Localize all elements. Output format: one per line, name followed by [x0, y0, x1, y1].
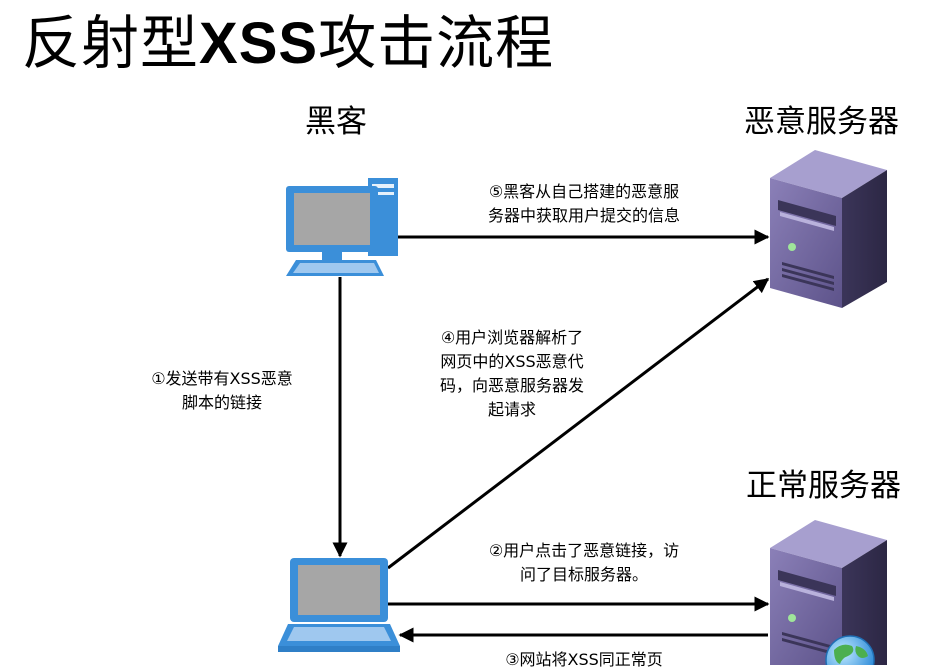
arrow-step4: [387, 277, 770, 570]
server-icon: [770, 520, 887, 665]
step5-note: ⑤黑客从自己搭建的恶意服 务器中获取用户提交的信息: [487, 182, 680, 225]
step1-note: ①发送带有XSS恶意 脚本的链接: [151, 369, 293, 412]
globe-icon: [825, 635, 875, 665]
hacker-label: 黑客: [305, 104, 367, 140]
laptop-icon: [278, 558, 400, 652]
desktop-computer-icon: [286, 178, 398, 276]
page-title: 反射型XSS攻击流程: [22, 4, 554, 83]
title-bold: XSS: [199, 11, 319, 76]
step4-note: ④用户浏览器解析了 网页中的XSS恶意代 码，向恶意服务器发 起请求: [439, 328, 584, 419]
step2-note: ②用户点击了恶意链接，访 问了目标服务器。: [488, 541, 680, 584]
normal-server-label: 正常服务器: [746, 468, 901, 504]
malicious-server-label: 恶意服务器: [744, 104, 899, 140]
title-prefix: 反射型: [22, 9, 200, 77]
server-icon: [770, 150, 887, 308]
title-suffix: 攻击流程: [318, 9, 555, 77]
step3-note: ③网站将XSS同正常页: [505, 650, 663, 669]
